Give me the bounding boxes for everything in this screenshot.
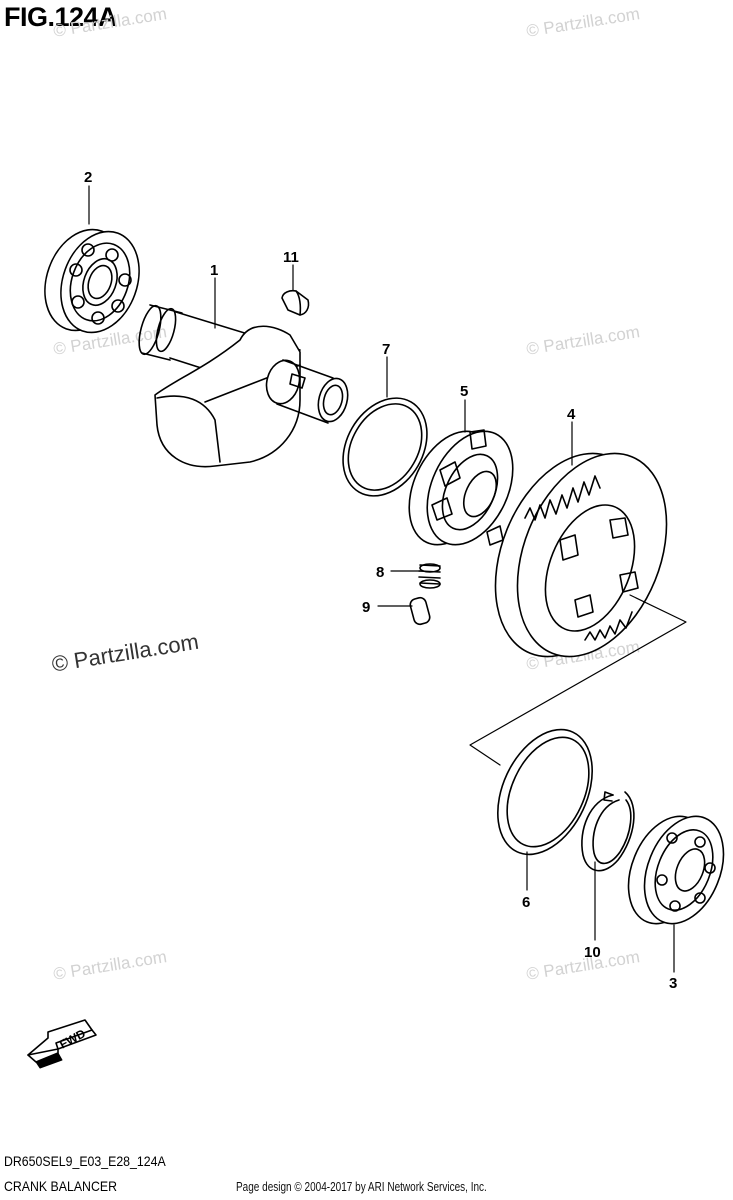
pin-part-9[interactable] — [409, 596, 431, 626]
bearing-part-3[interactable] — [614, 805, 733, 936]
damper-hub-part-5[interactable] — [392, 418, 530, 559]
diagram-name: CRANK BALANCER — [4, 1178, 117, 1194]
callout-6[interactable]: 6 — [522, 894, 530, 911]
page-credit: Page design © 2004-2017 by ARI Network S… — [236, 1180, 487, 1194]
key-part-11[interactable] — [281, 289, 310, 316]
driven-gear-part-4[interactable] — [467, 431, 695, 679]
callout-2[interactable]: 2 — [84, 169, 92, 186]
callout-5[interactable]: 5 — [460, 383, 468, 400]
callout-9[interactable]: 9 — [362, 599, 370, 616]
washer-part-6[interactable] — [479, 714, 611, 869]
circlip-part-10[interactable] — [581, 791, 635, 872]
callout-3[interactable]: 3 — [669, 975, 677, 992]
fwd-arrow-icon — [27, 1019, 97, 1069]
balancer-shaft-part-1[interactable] — [135, 304, 352, 468]
spring-part-8[interactable] — [418, 563, 441, 589]
callout-4[interactable]: 4 — [567, 406, 576, 423]
callout-7[interactable]: 7 — [382, 341, 390, 358]
diagram-code: DR650SEL9_E03_E28_124A — [4, 1153, 166, 1169]
assembly-line — [469, 594, 687, 766]
callout-8[interactable]: 8 — [376, 564, 384, 581]
callout-11[interactable]: 11 — [283, 249, 299, 266]
callout-10[interactable]: 10 — [584, 944, 601, 961]
callout-1[interactable]: 1 — [210, 262, 218, 279]
fig-title: FIG.124A — [4, 2, 118, 32]
bearing-part-2[interactable] — [31, 218, 152, 343]
o-ring-part-7[interactable] — [326, 383, 444, 511]
